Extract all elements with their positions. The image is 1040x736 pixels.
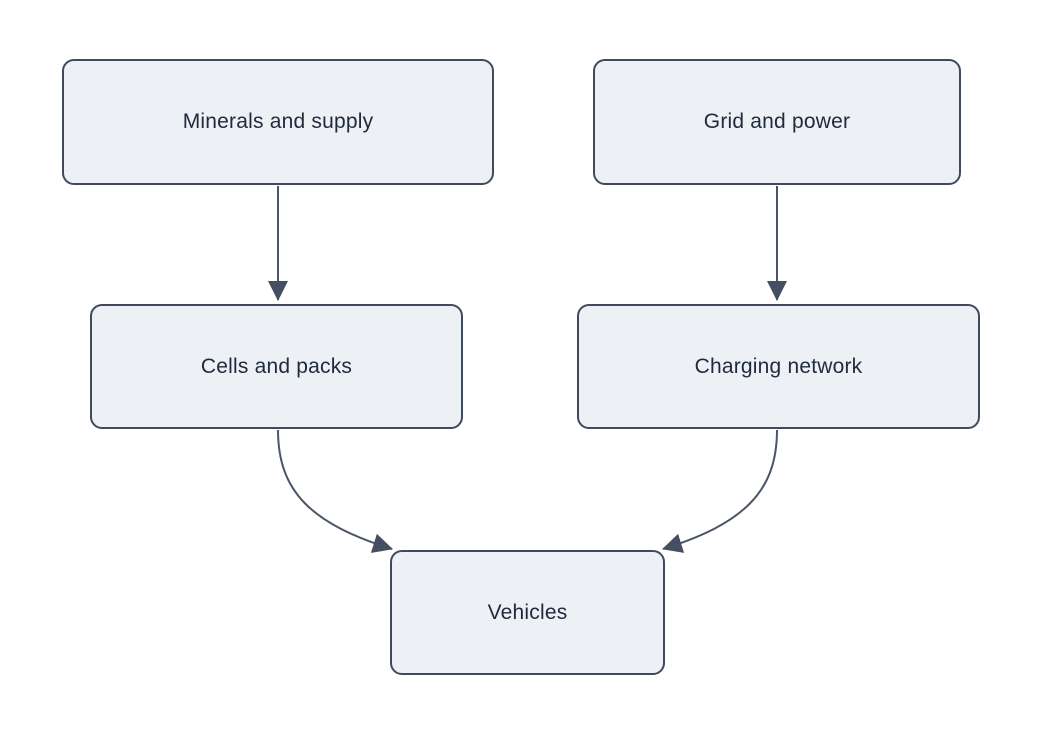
node-grid-and-power: Grid and power <box>593 59 961 185</box>
node-label: Charging network <box>694 354 863 378</box>
node-vehicles: Vehicles <box>390 550 665 675</box>
node-label: Grid and power <box>703 110 851 133</box>
edge-cells-to-vehicles <box>277 429 393 553</box>
node-label: Vehicles <box>487 600 568 624</box>
node-charging-network: Charging network <box>577 304 980 429</box>
edge-charging-to-vehicles <box>662 429 778 553</box>
node-label: Cells and packs <box>200 354 353 378</box>
node-cells-and-packs: Cells and packs <box>90 304 463 429</box>
node-minerals-and-supply: Minerals and supply <box>62 59 494 185</box>
node-label: Minerals and supply <box>182 110 374 133</box>
